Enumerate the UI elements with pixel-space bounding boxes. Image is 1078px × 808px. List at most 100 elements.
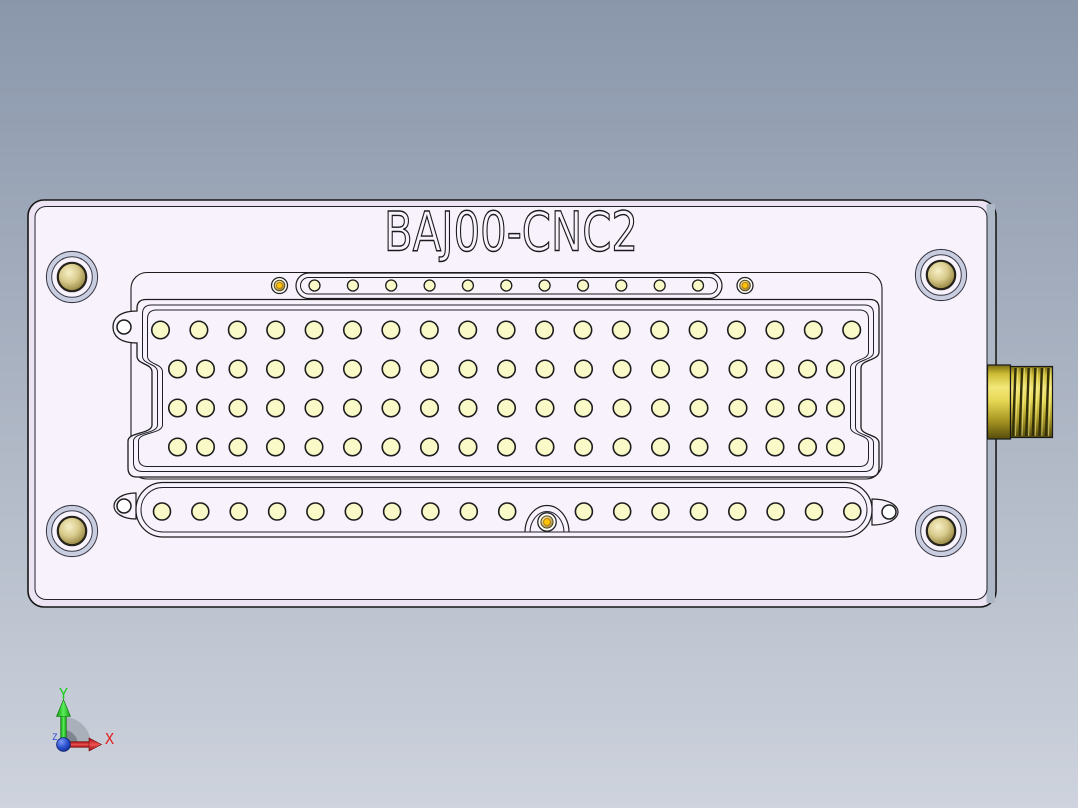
grid-hole[interactable]	[825, 359, 846, 379]
top-slot-hole[interactable]	[385, 279, 398, 292]
grid-hole[interactable]	[688, 320, 708, 340]
grid-hole[interactable]	[381, 437, 401, 457]
grid-hole[interactable]	[797, 398, 818, 418]
grid-hole[interactable]	[496, 437, 517, 457]
grid-hole[interactable]	[195, 437, 216, 457]
bottom-slot-hole[interactable]	[267, 502, 287, 521]
top-slot-hole[interactable]	[346, 279, 360, 292]
pocket-rim-edge[interactable]	[138, 309, 869, 467]
bottom-slot-hole[interactable]	[766, 502, 785, 521]
grid-hole[interactable]	[797, 437, 818, 457]
top-slot-hole[interactable]	[576, 279, 590, 292]
bottom-slot-hole[interactable]	[459, 502, 479, 521]
bottom-slot-hole[interactable]	[612, 502, 632, 521]
engraved-part-title[interactable]: BAJ00-CNC2	[383, 200, 638, 264]
grid-hole[interactable]	[765, 320, 785, 340]
top-slot-hole[interactable]	[423, 279, 436, 292]
grid-hole[interactable]	[342, 320, 363, 340]
grid-hole[interactable]	[228, 359, 248, 379]
bottom-slot-hole[interactable]	[421, 502, 440, 521]
grid-hole[interactable]	[689, 398, 709, 418]
grid-hole[interactable]	[266, 320, 286, 340]
center-screw-recess[interactable]	[524, 504, 570, 533]
grid-hole[interactable]	[728, 398, 748, 418]
grid-hole[interactable]	[842, 320, 862, 340]
grid-hole[interactable]	[728, 359, 748, 379]
grid-hole[interactable]	[650, 437, 671, 457]
grid-hole[interactable]	[195, 359, 216, 379]
counterbore-edge[interactable]	[914, 504, 968, 558]
bottom-slot-hole[interactable]	[804, 502, 824, 521]
grid-hole[interactable]	[825, 437, 846, 457]
grid-hole[interactable]	[381, 359, 401, 379]
grid-hole[interactable]	[650, 359, 671, 379]
grid-hole[interactable]	[535, 437, 555, 457]
grid-hole[interactable]	[612, 359, 632, 379]
grid-hole[interactable]	[534, 320, 555, 340]
grid-hole[interactable]	[650, 398, 671, 418]
grid-hole[interactable]	[496, 359, 517, 379]
corner-bolt-head[interactable]	[56, 261, 88, 293]
grid-hole[interactable]	[150, 320, 171, 340]
grid-hole[interactable]	[419, 398, 440, 418]
top-slot-hole[interactable]	[538, 279, 551, 292]
grid-hole[interactable]	[419, 359, 440, 379]
grid-hole[interactable]	[265, 437, 286, 457]
top-slot-hole[interactable]	[461, 279, 475, 292]
grid-hole[interactable]	[342, 359, 363, 379]
locating-hole[interactable]	[881, 504, 897, 520]
grid-hole[interactable]	[228, 437, 248, 457]
grid-hole[interactable]	[535, 398, 555, 418]
grid-hole[interactable]	[650, 320, 670, 340]
pocket-outer-edge[interactable]	[112, 298, 880, 478]
connector-shank[interactable]	[986, 364, 1012, 440]
grid-hole[interactable]	[381, 398, 401, 418]
grid-hole[interactable]	[573, 398, 594, 418]
grid-hole[interactable]	[573, 359, 594, 379]
grid-hole[interactable]	[458, 437, 478, 457]
top-slot-hole[interactable]	[500, 279, 513, 292]
grid-hole[interactable]	[304, 398, 324, 418]
bottom-slot-hole[interactable]	[344, 502, 364, 521]
corner-bolt-head[interactable]	[925, 515, 957, 547]
grid-hole[interactable]	[189, 320, 209, 340]
grid-hole[interactable]	[765, 398, 785, 418]
locating-hole[interactable]	[116, 498, 132, 514]
grid-hole[interactable]	[573, 320, 593, 340]
grid-hole[interactable]	[167, 437, 188, 457]
grid-hole[interactable]	[611, 320, 631, 340]
grid-hole[interactable]	[496, 320, 516, 340]
grid-hole[interactable]	[167, 398, 188, 418]
bottom-slot-hole[interactable]	[229, 502, 248, 521]
corner-bolt-head[interactable]	[56, 515, 88, 547]
counterbore-edge[interactable]	[914, 248, 968, 302]
counterbore-edge[interactable]	[45, 250, 99, 304]
grid-hole[interactable]	[265, 398, 286, 418]
grid-hole[interactable]	[535, 359, 555, 379]
grid-hole[interactable]	[496, 398, 517, 418]
bottom-slot-hole[interactable]	[191, 502, 210, 521]
top-slot-hole[interactable]	[691, 279, 705, 292]
grid-hole[interactable]	[419, 320, 439, 340]
bottom-slot-hole[interactable]	[306, 502, 325, 521]
grid-hole[interactable]	[342, 437, 363, 457]
grid-hole[interactable]	[612, 437, 632, 457]
grid-hole[interactable]	[458, 398, 478, 418]
bottom-slot-inner-edge[interactable]	[140, 487, 868, 533]
center-screw-recess[interactable]	[529, 511, 565, 533]
bottom-slot-hole[interactable]	[727, 502, 747, 521]
grid-hole[interactable]	[573, 437, 594, 457]
grid-hole[interactable]	[458, 359, 478, 379]
grid-hole[interactable]	[689, 359, 709, 379]
grid-hole[interactable]	[458, 320, 478, 340]
grid-hole[interactable]	[825, 398, 846, 418]
grid-hole[interactable]	[228, 398, 248, 418]
grid-hole[interactable]	[803, 320, 823, 340]
bottom-slot-hole[interactable]	[497, 502, 517, 521]
grid-hole[interactable]	[304, 359, 324, 379]
grid-hole[interactable]	[419, 437, 440, 457]
locating-hole[interactable]	[116, 319, 132, 335]
bottom-slot-hole[interactable]	[842, 502, 862, 521]
